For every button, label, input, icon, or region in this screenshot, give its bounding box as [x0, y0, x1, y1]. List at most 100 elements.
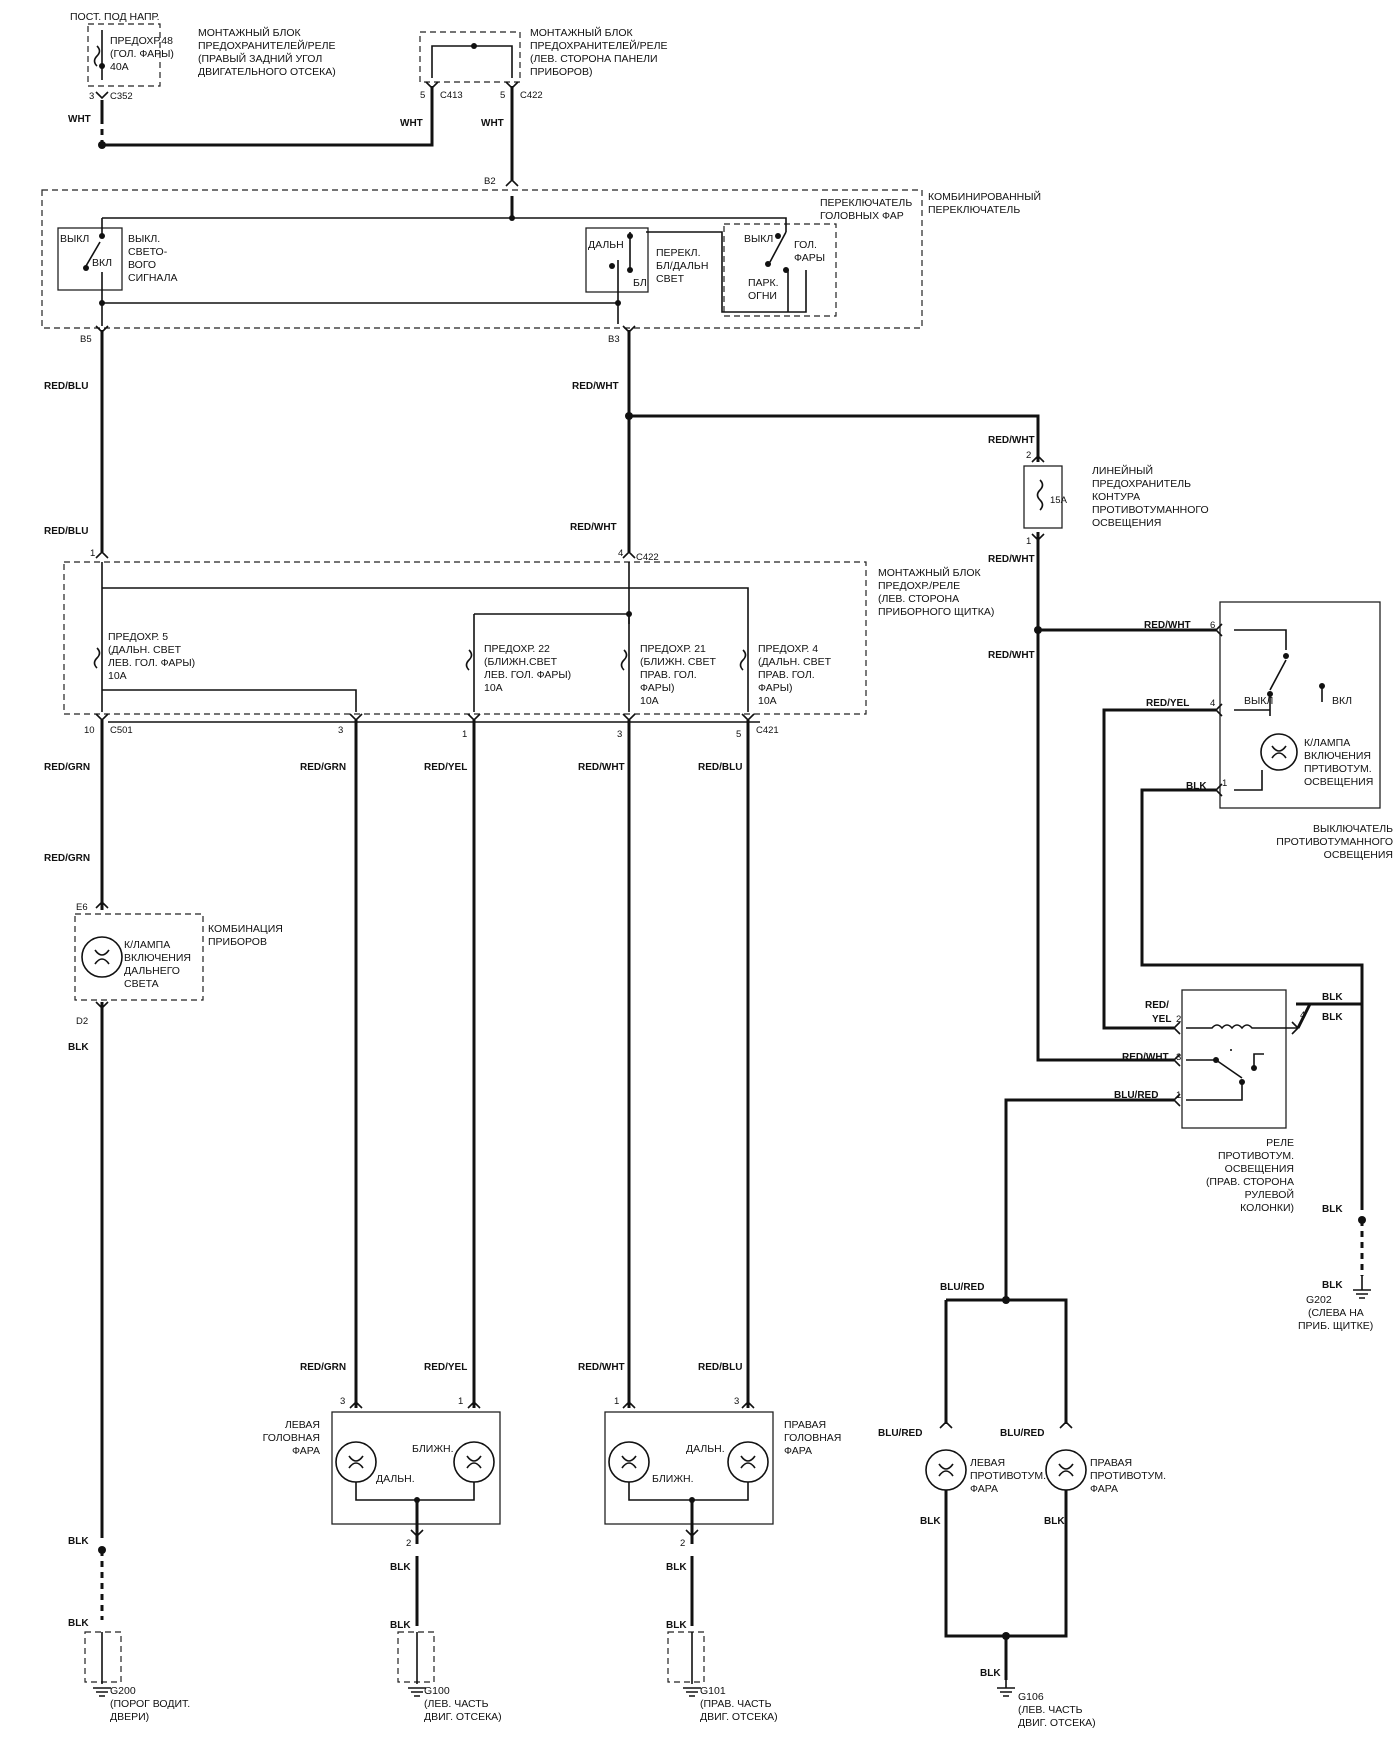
wire-color-label: WHT: [400, 118, 423, 129]
fog-relay-label-1: РЕЛЕ: [1266, 1137, 1294, 1149]
pin-label: 2: [406, 1538, 411, 1549]
combination-switch-label-2: ПЕРЕКЛЮЧАТЕЛЬ: [928, 204, 1020, 216]
fuse21-label-1: ПРЕДОХР. 21: [640, 643, 706, 655]
fuse-48-box: [87, 23, 161, 87]
dash-fuse-block-top-box: [419, 31, 521, 83]
fuse4-label-4: ФАРЫ): [758, 682, 793, 694]
passing-label-3: ВОГО: [128, 259, 156, 271]
wire-color-label: BLK: [920, 1516, 941, 1527]
inline-fuse-box: [1023, 465, 1063, 529]
fuse5-label-1: ПРЕДОХР. 5: [108, 631, 168, 643]
left-fog-label-1: ЛЕВАЯ: [970, 1457, 1005, 1469]
fuse5-label-4: 10А: [108, 670, 127, 682]
left-low-beam-label: БЛИЖН.: [412, 1443, 454, 1455]
wire-color-label: RED/BLU: [698, 762, 742, 773]
wire-color-label: RED/BLU: [44, 381, 88, 392]
ground-symbols: [93, 1276, 1371, 1697]
fuse22-label-2: (БЛИЖН.СВЕТ: [484, 656, 558, 668]
uhf-block-label-2: ПРЕДОХРАНИТЕЛЕЙ/РЕЛЕ: [198, 39, 335, 52]
pin-label: 1: [90, 548, 95, 559]
terminal-marks: [95, 81, 1300, 1538]
g202-label-2: (СЛЕВА НА: [1308, 1307, 1364, 1319]
wire-color-label: RED/WHT: [1144, 620, 1191, 631]
inline-fuse-label-3: КОНТУРА: [1092, 491, 1140, 503]
passing-label-1: ВЫКЛ.: [128, 233, 160, 245]
cluster-label-2: ПРИБОРОВ: [208, 936, 267, 948]
gauge-cluster-box: [74, 913, 204, 1001]
fuse4-label-3: ПРАВ. ГОЛ.: [758, 669, 815, 681]
g101-label-2: (ПРАВ. ЧАСТЬ: [700, 1698, 772, 1710]
high-ind-label-2: ВКЛЮЧЕНИЯ: [124, 952, 191, 964]
hl-switch-park-label-2: ОГНИ: [748, 290, 777, 302]
fog-lamps: [925, 1449, 1087, 1680]
g101-label-1: G101: [700, 1685, 726, 1697]
left-fog-label-2: ПРОТИВОТУМ.: [970, 1470, 1046, 1482]
high-beam-indicator-lamp: [81, 936, 123, 978]
wire-color-label: BLU/RED: [1000, 1428, 1044, 1439]
wire-color-label: BLK: [68, 1618, 89, 1629]
inline-fuse-label-2: ПРЕДОХРАНИТЕЛЬ: [1092, 478, 1191, 490]
fog-relay-label-5: РУЛЕВОЙ: [1245, 1188, 1294, 1201]
passing-label-2: СВЕТО-: [128, 246, 168, 258]
headlight-switch-label-2: ГОЛОВНЫХ ФАР: [820, 210, 904, 222]
wire-color-label: RED/WHT: [988, 554, 1035, 565]
dimmer-label-2: БЛ/ДАЛЬН: [656, 260, 708, 272]
wire-color-label: YEL: [1152, 1014, 1171, 1025]
pin-label: 2: [1176, 1014, 1181, 1025]
hl-switch-head-label-2: ФАРЫ: [794, 252, 825, 264]
wire-color-label: BLK: [666, 1620, 687, 1631]
high-ind-label-3: ДАЛЬНЕГО: [124, 965, 180, 977]
dimmer-switch-box: [585, 227, 649, 293]
connector-c422-mid: C422: [636, 552, 659, 563]
g106-label-3: ДВИГ. ОТСЕКА): [1018, 1717, 1096, 1729]
fog-switch-label-1: ВЫКЛЮЧАТЕЛЬ: [1313, 823, 1393, 835]
fuse22-label-3: ЛЕВ. ГОЛ. ФАРЫ): [484, 669, 571, 681]
fuse21-label-3: ПРАВ. ГОЛ.: [640, 669, 697, 681]
dash-block2-label-2: ПРЕДОХР./РЕЛЕ: [878, 580, 960, 592]
pin-label: 5: [736, 729, 741, 740]
right-headlight-box: [604, 1411, 774, 1525]
wire-color-label: BLK: [390, 1620, 411, 1631]
g200-label-1: G200: [110, 1685, 136, 1697]
wire-color-label: RED/WHT: [578, 762, 625, 773]
dash-fuse-block-box: [63, 561, 867, 715]
wire-color-label: RED/WHT: [570, 522, 617, 533]
hl-switch-off-label: ВЫКЛ: [744, 233, 773, 245]
dash-block2-label-1: МОНТАЖНЫЙ БЛОК: [878, 566, 982, 579]
right-fog-label-2: ПРОТИВОТУМ.: [1090, 1470, 1166, 1482]
connector-d2: D2: [76, 1016, 88, 1027]
g106-label-2: (ЛЕВ. ЧАСТЬ: [1018, 1704, 1083, 1716]
dash-block2-label-4: ПРИБОРНОГО ЩИТКА): [878, 606, 994, 618]
uhf-block-label-1: МОНТАЖНЫЙ БЛОК: [198, 26, 302, 39]
wire-color-label: WHT: [68, 114, 91, 125]
fog-switch-on-label: ВКЛ: [1332, 695, 1352, 707]
wire-color-label: BLK: [1322, 1280, 1343, 1291]
fog-relay-label-2: ПРОТИВОТУМ.: [1218, 1150, 1294, 1162]
fog-relay-label-6: КОЛОНКИ): [1240, 1202, 1294, 1214]
wire-color-label: RED/YEL: [1146, 698, 1189, 709]
connector-e6: E6: [76, 902, 88, 913]
fog-switch-label-3: ОСВЕЩЕНИЯ: [1324, 849, 1393, 861]
left-head-label-1: ЛЕВАЯ: [285, 1419, 320, 1431]
g100-box: [397, 1631, 435, 1683]
fog-switch-off-label: ВЫКЛ: [1244, 695, 1273, 707]
g101-box: [667, 1631, 705, 1683]
hl-switch-head-label-1: ГОЛ.: [794, 239, 817, 251]
g202-label-3: ПРИБ. ЩИТКЕ): [1298, 1320, 1373, 1332]
headlight-switch-label-1: ПЕРЕКЛЮЧАТЕЛЬ: [820, 197, 912, 209]
pin-label: 1: [614, 1396, 619, 1407]
pin-label: 3: [338, 725, 343, 736]
fuse4-label-1: ПРЕДОХР. 4: [758, 643, 818, 655]
left-head-label-3: ФАРА: [292, 1445, 320, 1457]
passing-off-label: ВЫКЛ: [60, 233, 89, 245]
g202-label-1: G202: [1306, 1294, 1332, 1306]
connector-c413: C413: [440, 90, 463, 101]
wire-color-label: RED/WHT: [988, 650, 1035, 661]
high-ind-label-1: К/ЛАМПА: [124, 939, 170, 951]
inline-fuse-label-1: ЛИНЕЙНЫЙ: [1092, 464, 1153, 477]
fuse-15a-label: 15А: [1050, 495, 1068, 506]
fog-ind-label-2: ВКЛЮЧЕНИЯ: [1304, 750, 1371, 762]
g100-label-1: G100: [424, 1685, 450, 1697]
pin-label: 1: [1222, 778, 1227, 789]
dash-block-label-3: (ЛЕВ. СТОРОНА ПАНЕЛИ: [530, 53, 658, 65]
